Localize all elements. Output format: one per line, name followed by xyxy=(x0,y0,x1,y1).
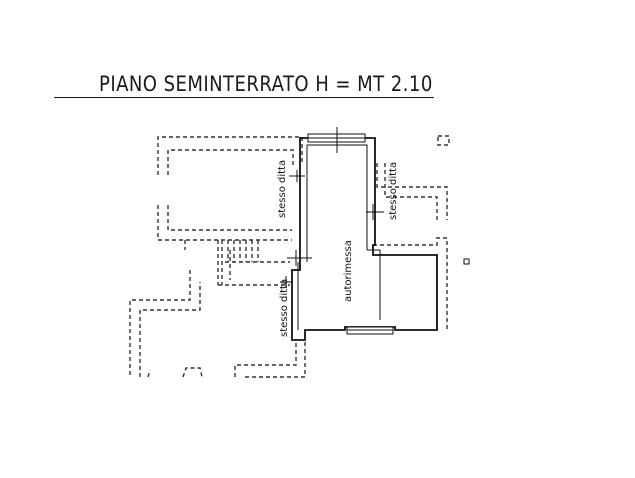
corner-marker xyxy=(437,135,450,146)
room-label-stesso-ditta-lower: stesso ditta xyxy=(279,279,290,337)
title-underline xyxy=(54,97,434,98)
garage-inner-walls xyxy=(297,144,381,330)
room-label-stesso-ditta-right: stesso ditta xyxy=(388,162,399,220)
room-label-stesso-ditta-upper: stesso ditta xyxy=(277,160,288,218)
room-label-autorimessa: autorimessa xyxy=(343,240,354,302)
garage-walls xyxy=(291,137,438,341)
plan-title: PIANO SEMINTERRATO H = MT 2.10 xyxy=(99,72,433,96)
left-upper-unit-outline xyxy=(157,136,303,241)
stair-outline xyxy=(184,240,290,286)
small-square-marker xyxy=(463,258,470,265)
section-marks xyxy=(280,127,384,288)
right-unit-outline xyxy=(373,163,448,330)
left-lower-unit-outline xyxy=(129,270,306,378)
